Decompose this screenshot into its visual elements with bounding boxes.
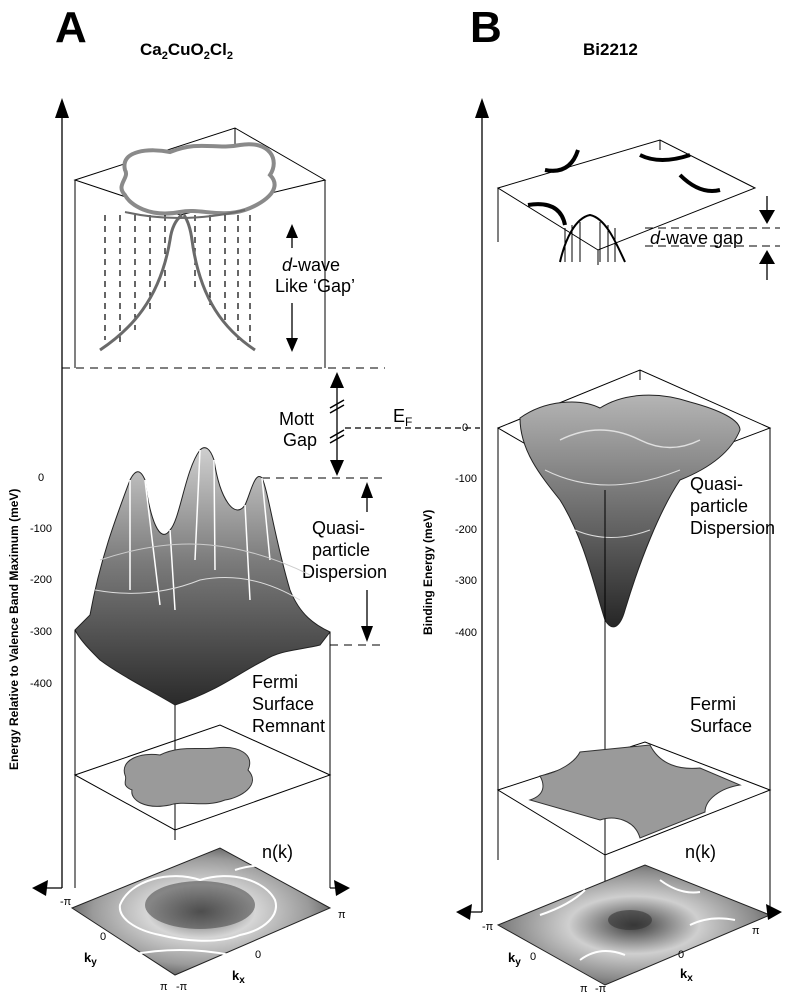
panel-b-letter: B	[470, 3, 502, 52]
svg-text:-π: -π	[595, 983, 607, 995]
panel-a-axis-arrow-icon	[55, 98, 69, 118]
svg-text:Remnant: Remnant	[252, 716, 325, 736]
svg-text:Dispersion: Dispersion	[690, 518, 775, 538]
svg-text:-300: -300	[30, 626, 52, 638]
panel-a: A Ca2CuO2Cl2	[7, 3, 480, 993]
panel-b-gap-box: d-wave gap	[496, 139, 780, 280]
panel-b-qp-label: Quasi- particle Dispersion	[690, 474, 775, 538]
panel-b-title: Bi2212	[583, 40, 638, 59]
svg-text:Fermi: Fermi	[252, 672, 298, 692]
svg-text:Gap: Gap	[283, 430, 317, 450]
panel-a-gap-fermi-contour	[119, 142, 277, 216]
panel-b-nk-plane: n(k)	[496, 842, 772, 986]
panel-b: B Bi2212 d-wave gap	[421, 3, 782, 995]
panel-a-dispersion-surface	[74, 447, 331, 706]
svg-text:Quasi-: Quasi-	[690, 474, 743, 494]
svg-text:-200: -200	[455, 524, 477, 536]
svg-text:0: 0	[462, 422, 468, 434]
svg-text:-300: -300	[455, 575, 477, 587]
svg-text:0: 0	[530, 951, 536, 963]
panel-a-y-axis-title: Energy Relative to Valence Band Maximum …	[7, 489, 21, 770]
svg-text:π: π	[338, 909, 346, 921]
svg-text:Dispersion: Dispersion	[302, 562, 387, 582]
panel-a-nk-plane: n(k)	[70, 842, 332, 976]
svg-text:Like ‘Gap’: Like ‘Gap’	[275, 276, 355, 296]
panel-b-axis-arrow-icon	[475, 98, 489, 118]
svg-text:-π: -π	[60, 896, 72, 908]
panel-b-y-ticks: 0 -100 -200 -300 -400	[455, 422, 477, 639]
svg-text:particle: particle	[312, 540, 370, 560]
svg-text:-π: -π	[482, 921, 494, 933]
svg-text:-π: -π	[176, 981, 188, 993]
panel-a-qp-annotation: Quasi- particle Dispersion	[302, 482, 387, 642]
svg-text:-100: -100	[455, 473, 477, 485]
panel-a-dwave-annotation: d-wave Like ‘Gap’	[275, 224, 355, 352]
svg-text:-100: -100	[30, 523, 52, 535]
svg-text:π: π	[160, 981, 168, 993]
panel-a-ky-label: ky	[84, 950, 97, 968]
svg-text:Surface: Surface	[690, 716, 752, 736]
svg-text:π: π	[580, 983, 588, 995]
panel-a-k-axes: -π 0 π -π 0 π ky kx	[32, 880, 350, 993]
svg-text:-400: -400	[30, 678, 52, 690]
svg-text:particle: particle	[690, 496, 748, 516]
svg-text:Fermi: Fermi	[690, 694, 736, 714]
svg-text:-400: -400	[455, 627, 477, 639]
panel-b-ky-label: ky	[508, 950, 521, 968]
panel-b-kx-label: kx	[680, 966, 693, 984]
svg-text:π: π	[752, 925, 760, 937]
svg-text:Mott: Mott	[279, 409, 314, 429]
svg-text:-200: -200	[30, 574, 52, 586]
panel-a-kx-label: kx	[232, 968, 245, 986]
panel-a-title: Ca2CuO2Cl2	[140, 40, 233, 62]
svg-text:0: 0	[38, 472, 44, 484]
panel-b-dispersion-surface	[496, 369, 772, 628]
svg-text:Surface: Surface	[252, 694, 314, 714]
svg-text:0: 0	[100, 931, 106, 943]
panel-b-y-axis-title: Binding Energy (meV)	[421, 510, 435, 635]
panel-a-mott-annotation: Mott Gap EF	[279, 372, 412, 476]
svg-text:Quasi-: Quasi-	[312, 518, 365, 538]
panel-a-fermi-surface: Fermi Surface Remnant	[73, 672, 332, 831]
svg-text:n(k): n(k)	[685, 842, 716, 862]
svg-text:n(k): n(k)	[262, 842, 293, 862]
panel-b-k-axes: -π 0 π -π 0 π ky kx	[456, 904, 782, 995]
svg-text:d-wave: d-wave	[282, 255, 340, 275]
panel-a-ef-label: EF	[393, 406, 412, 429]
panel-a-y-ticks: 0 -100 -200 -300 -400	[30, 472, 52, 690]
svg-text:0: 0	[255, 949, 261, 961]
panel-b-fermi-surface: Fermi Surface	[496, 694, 772, 856]
panel-a-gap-box	[73, 127, 327, 368]
svg-text:0: 0	[678, 949, 684, 961]
panel-b-dwave-label: d-wave gap	[650, 228, 743, 248]
panel-a-letter: A	[55, 3, 87, 52]
